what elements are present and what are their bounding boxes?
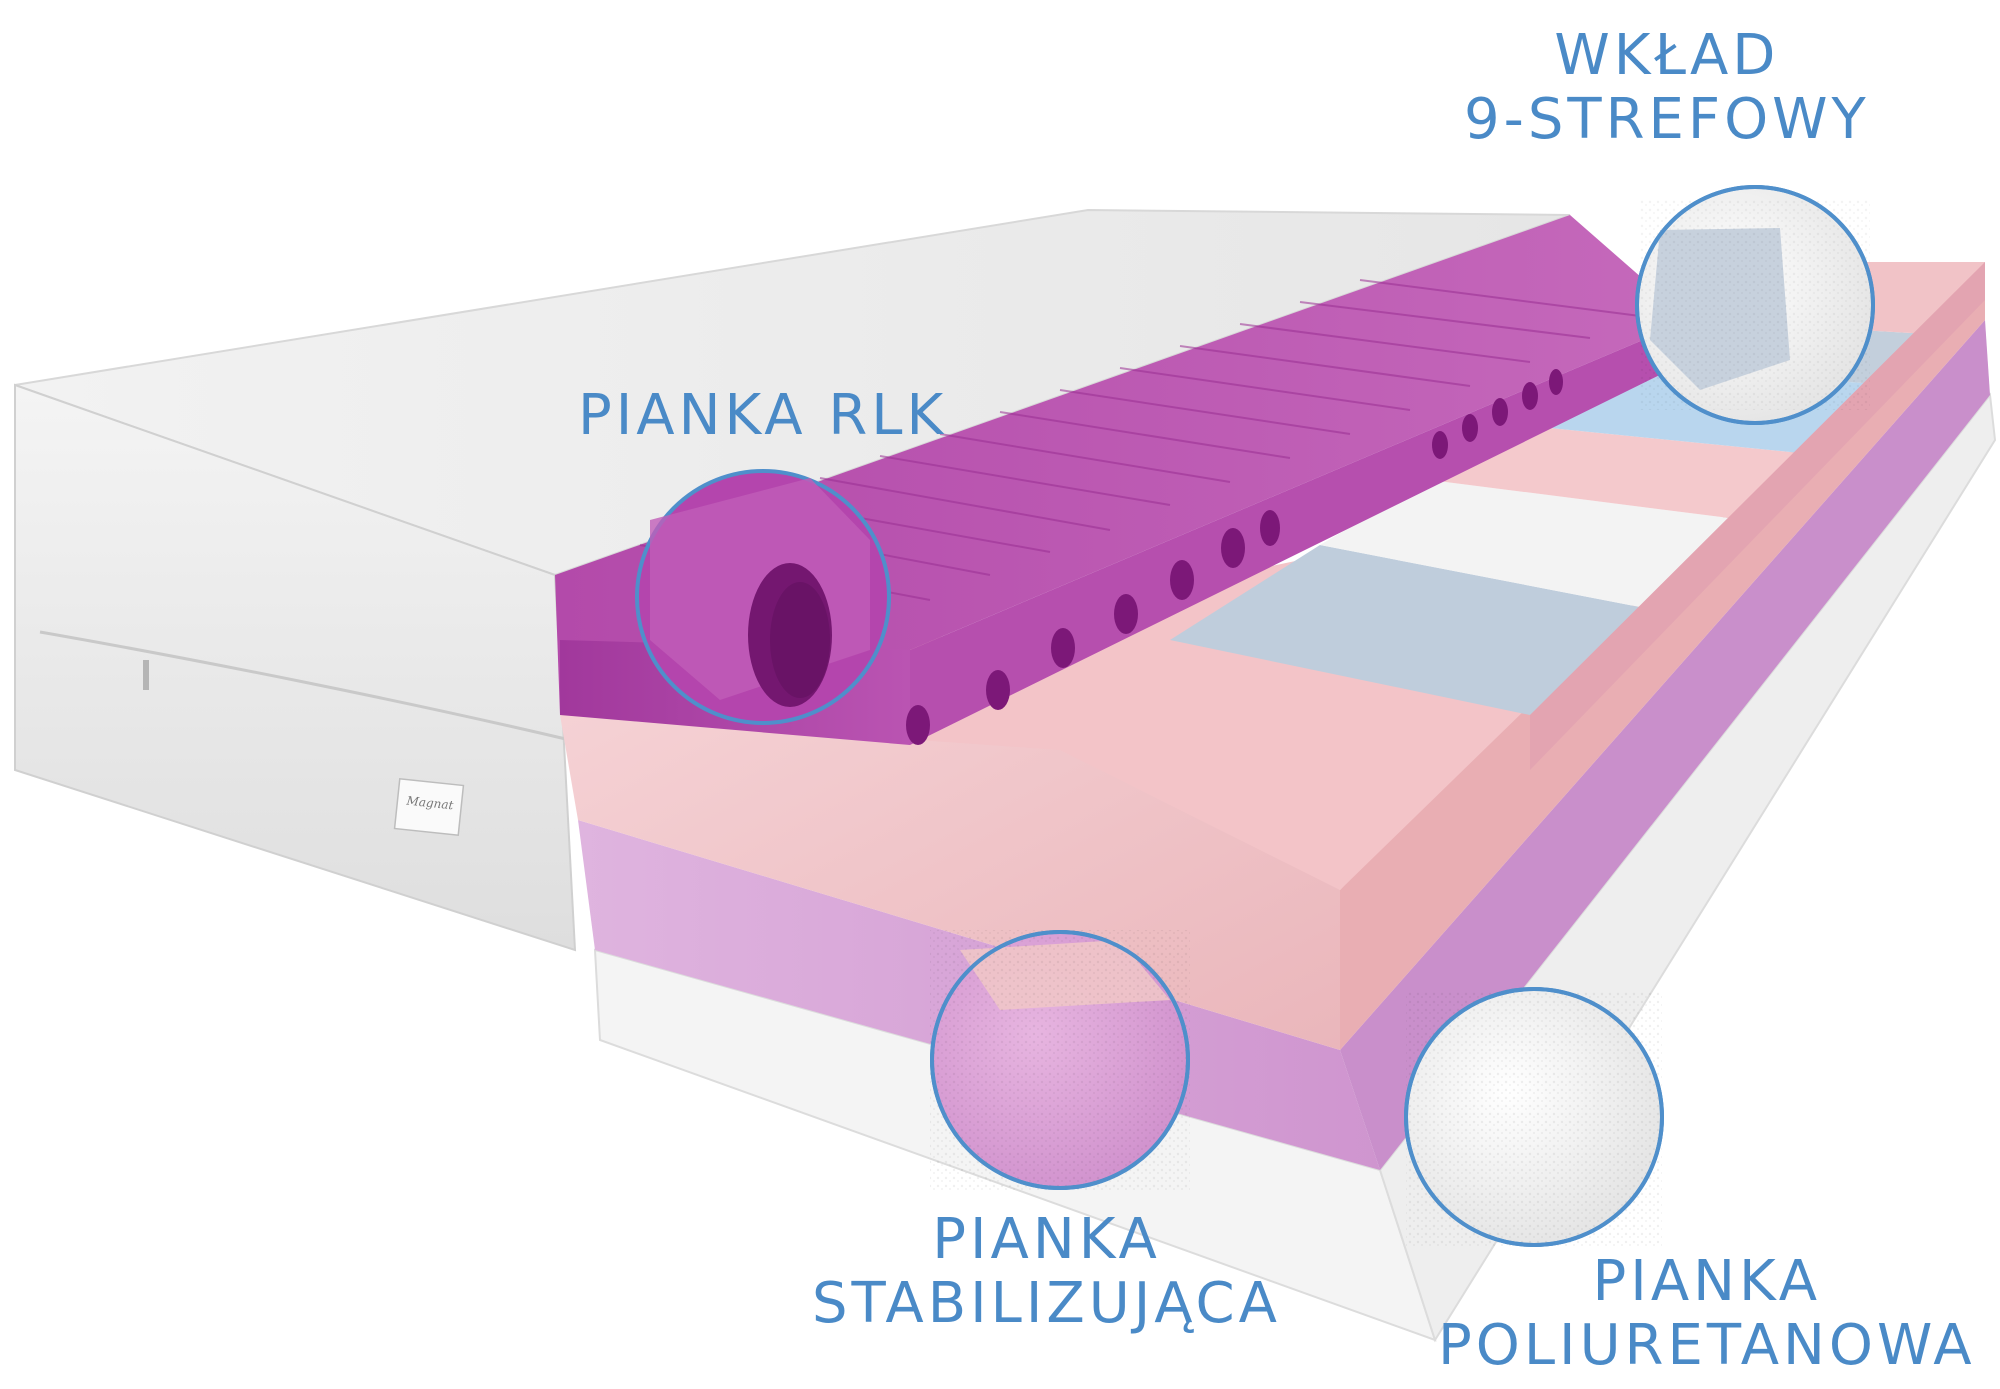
zipper-pull-icon bbox=[143, 660, 149, 690]
zone-grey-1 bbox=[1170, 545, 1655, 715]
zone-white-1 bbox=[1320, 480, 1745, 610]
label-wklad-9-strefowy: WKŁAD 9-STREFOWY bbox=[1464, 24, 1870, 152]
zoom-circle-rlk bbox=[635, 469, 891, 725]
zoom-circle-poli bbox=[1404, 987, 1664, 1247]
label-pianka-rlk: PIANKA RLK bbox=[578, 384, 947, 448]
zone-pink-2 bbox=[1430, 425, 1820, 520]
rlk-layer-cut-edge bbox=[910, 320, 1690, 745]
rlk-holes bbox=[906, 369, 1563, 745]
label-wklad-line1: WKŁAD bbox=[1554, 23, 1780, 88]
label-poli-line1: PIANKA bbox=[1592, 1249, 1822, 1314]
label-pianka-poliuretanowa: PIANKA POLIURETANOWA bbox=[1438, 1250, 1976, 1378]
label-stab-line1: PIANKA bbox=[932, 1207, 1161, 1272]
label-pianka-rlk-text: PIANKA RLK bbox=[578, 383, 948, 448]
zoom-circle-wklad bbox=[1635, 185, 1875, 425]
label-poli-line2: POLIURETANOWA bbox=[1438, 1313, 1976, 1378]
label-stab-line2: STABILIZUJĄCA bbox=[812, 1271, 1281, 1336]
zone-blocks-side bbox=[1530, 262, 1985, 770]
label-pianka-stabilizujaca: PIANKA STABILIZUJĄCA bbox=[812, 1208, 1281, 1336]
cover-zipper-line bbox=[39, 630, 571, 742]
zoom-circle-stab bbox=[930, 930, 1190, 1190]
lilac-layer-side bbox=[1340, 320, 1990, 1170]
brand-tag bbox=[393, 777, 465, 837]
label-wklad-line2: 9-STREFOWY bbox=[1464, 87, 1870, 152]
